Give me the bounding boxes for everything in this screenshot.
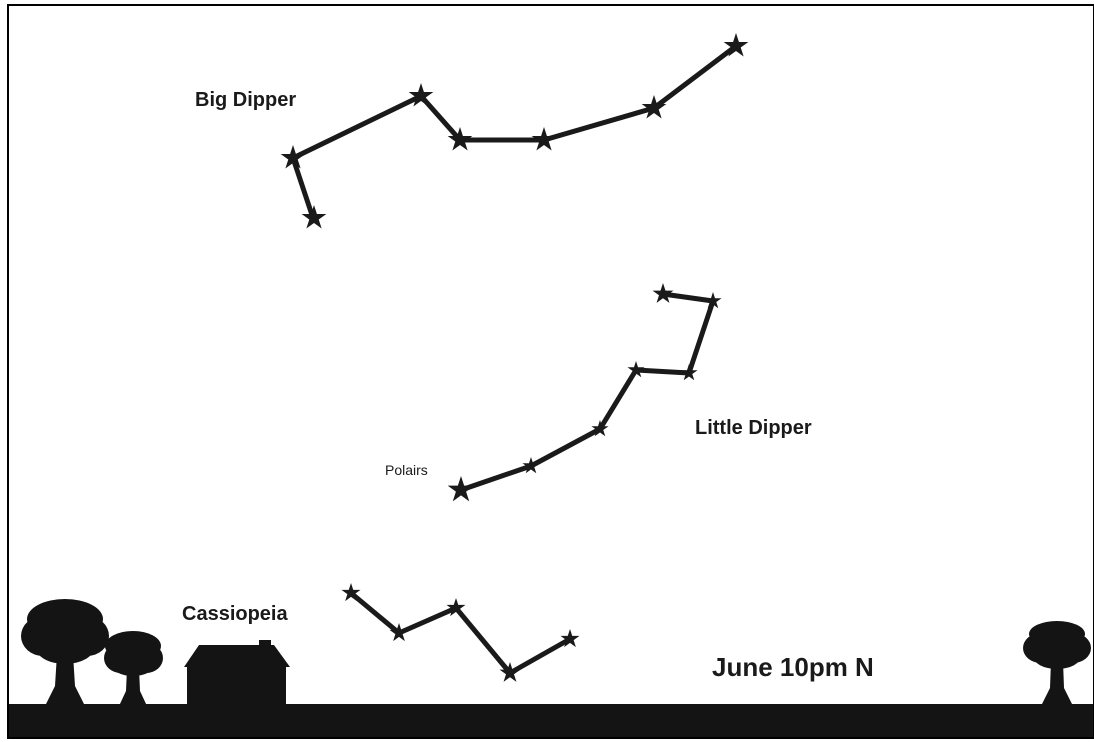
big-dipper-label: Big Dipper <box>195 89 296 112</box>
ground-band <box>9 704 1094 739</box>
sky-diagram <box>9 6 1094 739</box>
tree-icon <box>21 599 109 706</box>
big-dipper-lines <box>293 46 736 218</box>
little-dipper-lines <box>461 294 713 490</box>
chart-caption: June 10pm N <box>712 652 874 683</box>
cassiopeia-constellation <box>341 583 579 682</box>
little-dipper-label: Little Dipper <box>695 417 812 440</box>
tree-icon <box>104 631 163 706</box>
star-chart: Big Dipper Little Dipper Cassiopeia Pola… <box>7 4 1094 739</box>
ground-silhouette <box>9 599 1094 739</box>
star-icon <box>302 205 327 229</box>
cassiopeia-label: Cassiopeia <box>182 603 288 626</box>
house-icon <box>184 640 290 708</box>
tree-icon <box>1023 621 1091 706</box>
polaris-label: Polairs <box>385 462 428 478</box>
little-dipper-constellation <box>448 283 722 501</box>
big-dipper-constellation <box>281 33 749 229</box>
